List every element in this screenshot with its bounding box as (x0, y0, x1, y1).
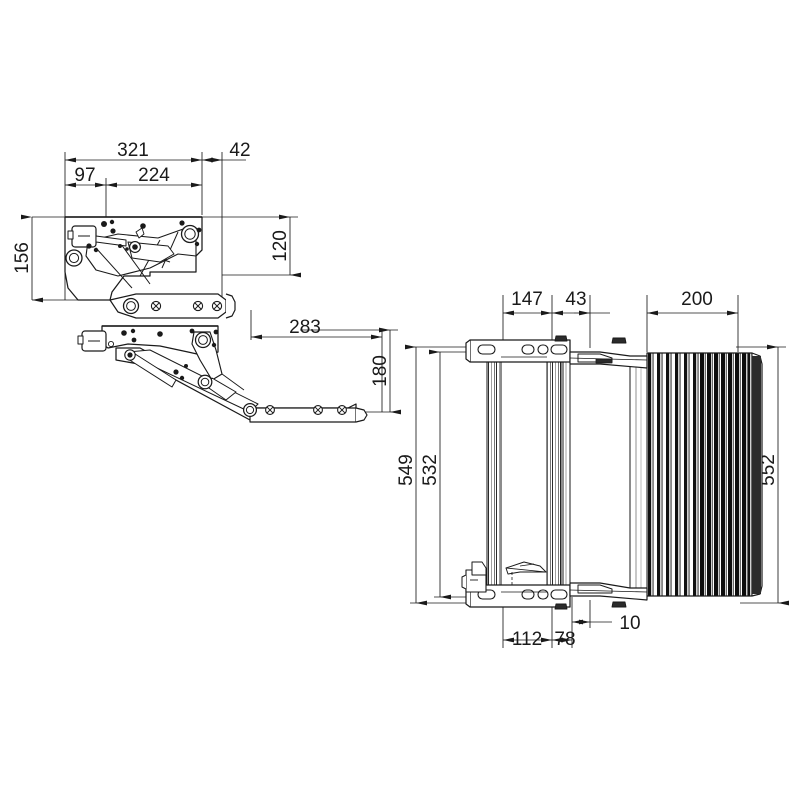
dim-552-label: 552 (758, 454, 779, 486)
dim-156-label: 156 (12, 242, 33, 274)
dim-283-label: 283 (289, 317, 321, 338)
dim-43-label: 43 (565, 289, 586, 310)
dim-112-label: 112 (512, 629, 542, 650)
dim-78-label: 78 (554, 629, 575, 650)
dim-180-label: 180 (370, 355, 391, 387)
dim-42-label: 42 (229, 140, 250, 161)
dim-10-label: 10 (619, 613, 640, 634)
dim-549-label: 549 (396, 454, 417, 486)
view-side-extended (77, 325, 368, 423)
dim-147-label: 147 (511, 289, 543, 310)
left-upper-dimension-group (21, 152, 301, 303)
dim-200-label: 200 (681, 289, 713, 310)
view-side-retracted (64, 216, 236, 319)
dim-97-label: 97 (74, 165, 95, 186)
left-lower-dimension-group (250, 310, 401, 415)
dim-120-label: 120 (270, 230, 291, 262)
dim-532-label: 532 (420, 454, 441, 486)
dim-224-label: 224 (138, 165, 170, 186)
view-top (461, 335, 763, 610)
dim-321-label: 321 (117, 140, 149, 161)
